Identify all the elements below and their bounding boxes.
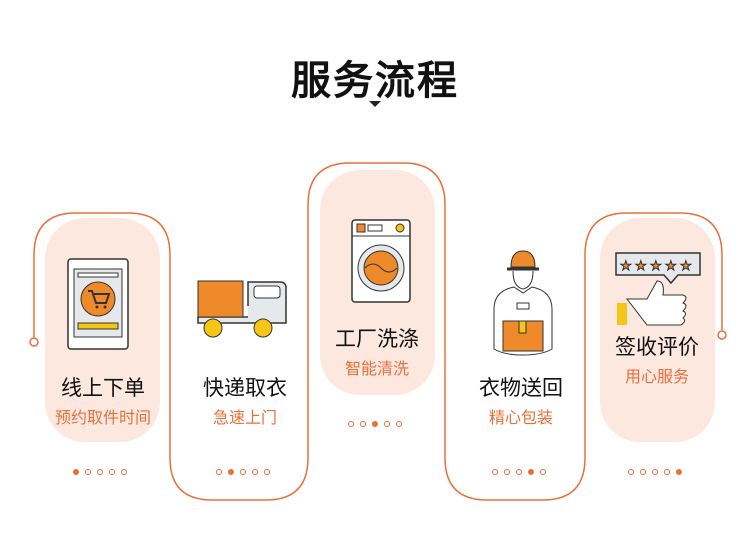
- step-5-subtitle: 用心服务: [624, 367, 689, 386]
- pagination-dot: [676, 469, 682, 475]
- pagination-dot: [540, 469, 546, 475]
- pagination-dot: [516, 469, 522, 475]
- delivery-man-icon: [493, 250, 553, 356]
- pagination-dot: [97, 469, 103, 475]
- step-3-title: 工厂洗涤: [335, 327, 419, 351]
- step-2-title: 快递取衣: [203, 376, 287, 400]
- step-3-pagination: [300, 421, 450, 427]
- pagination-dot: [504, 469, 510, 475]
- step-1-title: 线上下单: [61, 376, 145, 400]
- pagination-dot: [360, 421, 366, 427]
- pagination-dot: [492, 469, 498, 475]
- svg-text:★: ★: [620, 259, 632, 274]
- pagination-dot: [252, 469, 258, 475]
- step-4-title: 衣物送回: [479, 376, 563, 400]
- svg-text:★: ★: [650, 259, 662, 274]
- tablet-cart-icon: [67, 258, 129, 350]
- pagination-dot: [396, 421, 402, 427]
- step-5-title: 签收评价: [615, 335, 699, 359]
- step-4-pagination: [444, 469, 594, 475]
- step-5-pagination: [580, 469, 730, 475]
- step-3-subtitle: 智能清洗: [344, 359, 409, 378]
- step-2-subtitle: 急速上门: [212, 408, 277, 427]
- step-2-pagination: [168, 469, 318, 475]
- pagination-dot: [652, 469, 658, 475]
- pagination-dot: [228, 469, 234, 475]
- pagination-dot: [384, 421, 390, 427]
- pagination-dot: [528, 469, 534, 475]
- title-caret-icon: [369, 101, 381, 107]
- step-1-pagination: [25, 469, 175, 475]
- step-1-subtitle: 预约取件时间: [54, 408, 151, 427]
- pagination-dot: [240, 469, 246, 475]
- pagination-dot: [264, 469, 270, 475]
- svg-text:★: ★: [635, 259, 647, 274]
- pagination-dot: [664, 469, 670, 475]
- pagination-dot: [640, 469, 646, 475]
- pagination-dot: [628, 469, 634, 475]
- washing-machine-icon: [351, 219, 411, 303]
- page-title: 服务流程: [291, 58, 459, 104]
- pagination-dot: [109, 469, 115, 475]
- pagination-dot: [372, 421, 378, 427]
- pagination-dot: [216, 469, 222, 475]
- step-4-subtitle: 精心包装: [488, 408, 553, 427]
- thumbs-up-rating-icon: ★★★★★: [615, 252, 701, 326]
- truck-icon: [197, 280, 287, 338]
- pagination-dot: [85, 469, 91, 475]
- svg-text:★: ★: [665, 259, 677, 274]
- svg-text:★: ★: [680, 259, 692, 274]
- pagination-dot: [73, 469, 79, 475]
- pagination-dot: [348, 421, 354, 427]
- pagination-dot: [121, 469, 127, 475]
